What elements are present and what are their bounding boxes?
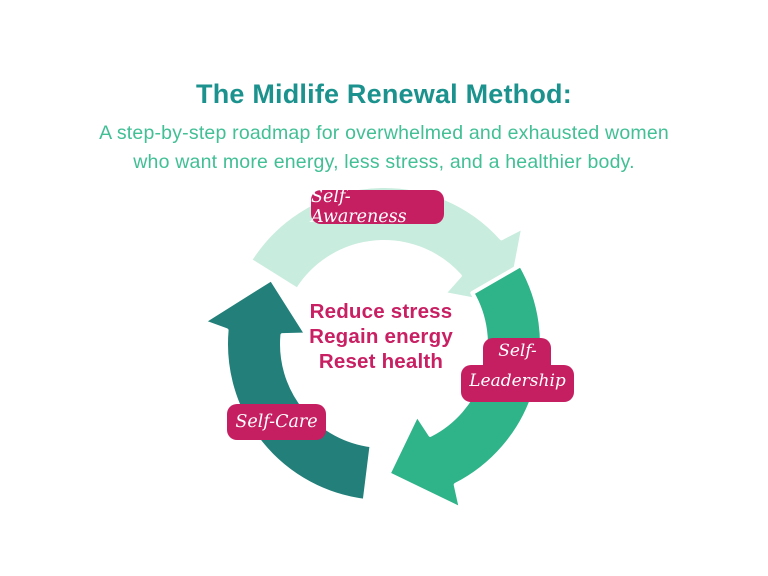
page-title: The Midlife Renewal Method:: [196, 79, 572, 109]
center-text-line: Regain energy: [309, 325, 453, 348]
badge-self-leadership-shape-bottom: [461, 365, 574, 402]
badge-self-leadership-line-2: Leadership: [469, 371, 566, 391]
subtitle: A step-by-step roadmap for overwhelmed a…: [0, 119, 768, 176]
badge-self-care-label: Self-Care: [235, 412, 318, 432]
badge-self-awareness: Self-Awareness: [311, 187, 444, 227]
center-text-line: Reset health: [318, 350, 444, 373]
badge-self-leadership: Self- Leadership: [461, 338, 574, 402]
badge-self-care: Self-Care: [227, 404, 326, 440]
badge-self-leadership-label: Self- Leadership: [461, 338, 574, 402]
badge-self-leadership-line-1: Self-: [498, 341, 537, 361]
center-text-line: Reduce stress: [309, 300, 453, 323]
badge-self-awareness-label: Self-Awareness: [311, 187, 407, 227]
subtitle-line-2: who want more energy, less stress, and a…: [133, 150, 635, 173]
subtitle-line-1: A step-by-step roadmap for overwhelmed a…: [99, 122, 669, 144]
cycle-center-text: Reduce stress Regain energy Reset health: [264, 299, 498, 374]
